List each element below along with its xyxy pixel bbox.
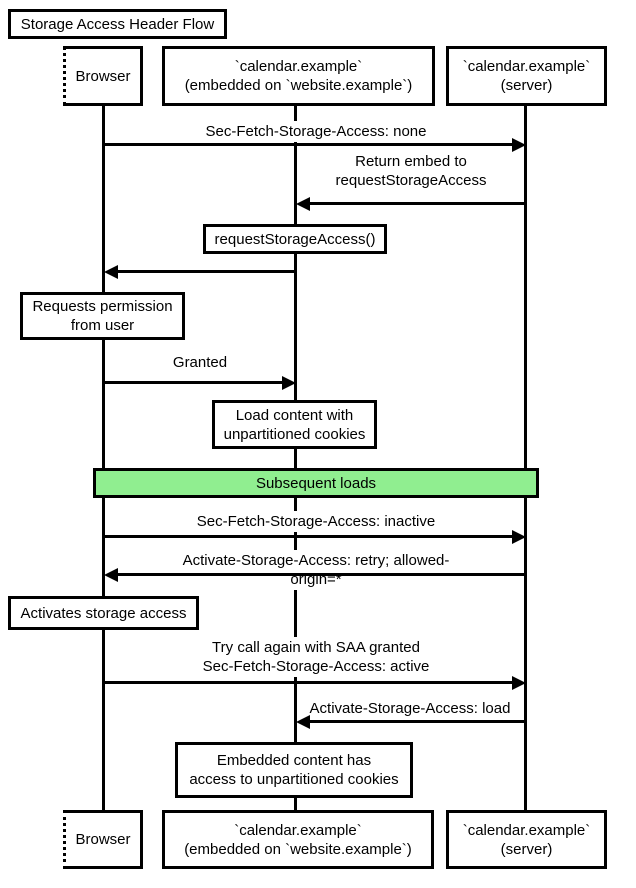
arrow-line <box>110 270 296 273</box>
note-activates-storage: Activates storage access <box>8 596 199 630</box>
arrow-line <box>104 681 520 684</box>
note-embedded-access: Embedded content has access to unpartiti… <box>175 742 413 798</box>
participant-embedded-top: `calendar.example` (embedded on `website… <box>162 46 435 106</box>
note-requests-permission: Requests permission from user <box>20 292 185 340</box>
loop-band-label: Subsequent loads <box>255 474 377 492</box>
arrowhead-right-icon <box>512 676 526 690</box>
participant-browser-bottom: Browser <box>63 810 143 869</box>
arrow-server-to-embedded <box>296 197 526 211</box>
arrow-line <box>104 143 520 146</box>
arrow-browser-to-embedded <box>104 376 296 390</box>
arrow-line <box>302 720 526 723</box>
arrow-server-to-browser <box>104 568 526 582</box>
diagram-title: Storage Access Header Flow <box>8 9 227 39</box>
arrow-line <box>110 573 526 576</box>
arrow-browser-to-server <box>104 676 526 690</box>
arrow-server-to-embedded <box>296 715 526 729</box>
message-label-sec-fetch-inactive: Sec-Fetch-Storage-Access: inactive <box>193 511 439 532</box>
arrowhead-right-icon <box>512 138 526 152</box>
message-label-return-embed: Return embed to requestStorageAccess <box>332 151 490 191</box>
loop-band-subsequent-loads: Subsequent loads <box>93 468 539 498</box>
arrow-line <box>302 202 526 205</box>
note-load-content: Load content with unpartitioned cookies <box>212 400 377 449</box>
arrowhead-right-icon <box>282 376 296 390</box>
lifeline-browser <box>102 104 105 812</box>
lifeline-embedded <box>294 104 297 812</box>
message-label-granted: Granted <box>169 352 231 373</box>
arrowhead-right-icon <box>512 530 526 544</box>
arrow-line <box>104 381 290 384</box>
note-request-storage-access: requestStorageAccess() <box>203 224 387 254</box>
arrow-embedded-to-browser <box>104 265 296 279</box>
message-label-sec-fetch-none: Sec-Fetch-Storage-Access: none <box>202 121 430 142</box>
message-label-activate-load: Activate-Storage-Access: load <box>306 698 514 719</box>
message-label-try-again: Try call again with SAA granted Sec-Fetc… <box>199 637 433 677</box>
participant-server-bottom: `calendar.example` (server) <box>446 810 607 869</box>
arrow-line <box>104 535 520 538</box>
participant-embedded-bottom: `calendar.example` (embedded on `website… <box>162 810 434 869</box>
participant-server-top: `calendar.example` (server) <box>446 46 607 106</box>
arrow-browser-to-server <box>104 530 526 544</box>
participant-browser-top: Browser <box>63 46 143 106</box>
lifeline-server <box>524 104 527 812</box>
arrow-browser-to-server <box>104 138 526 152</box>
